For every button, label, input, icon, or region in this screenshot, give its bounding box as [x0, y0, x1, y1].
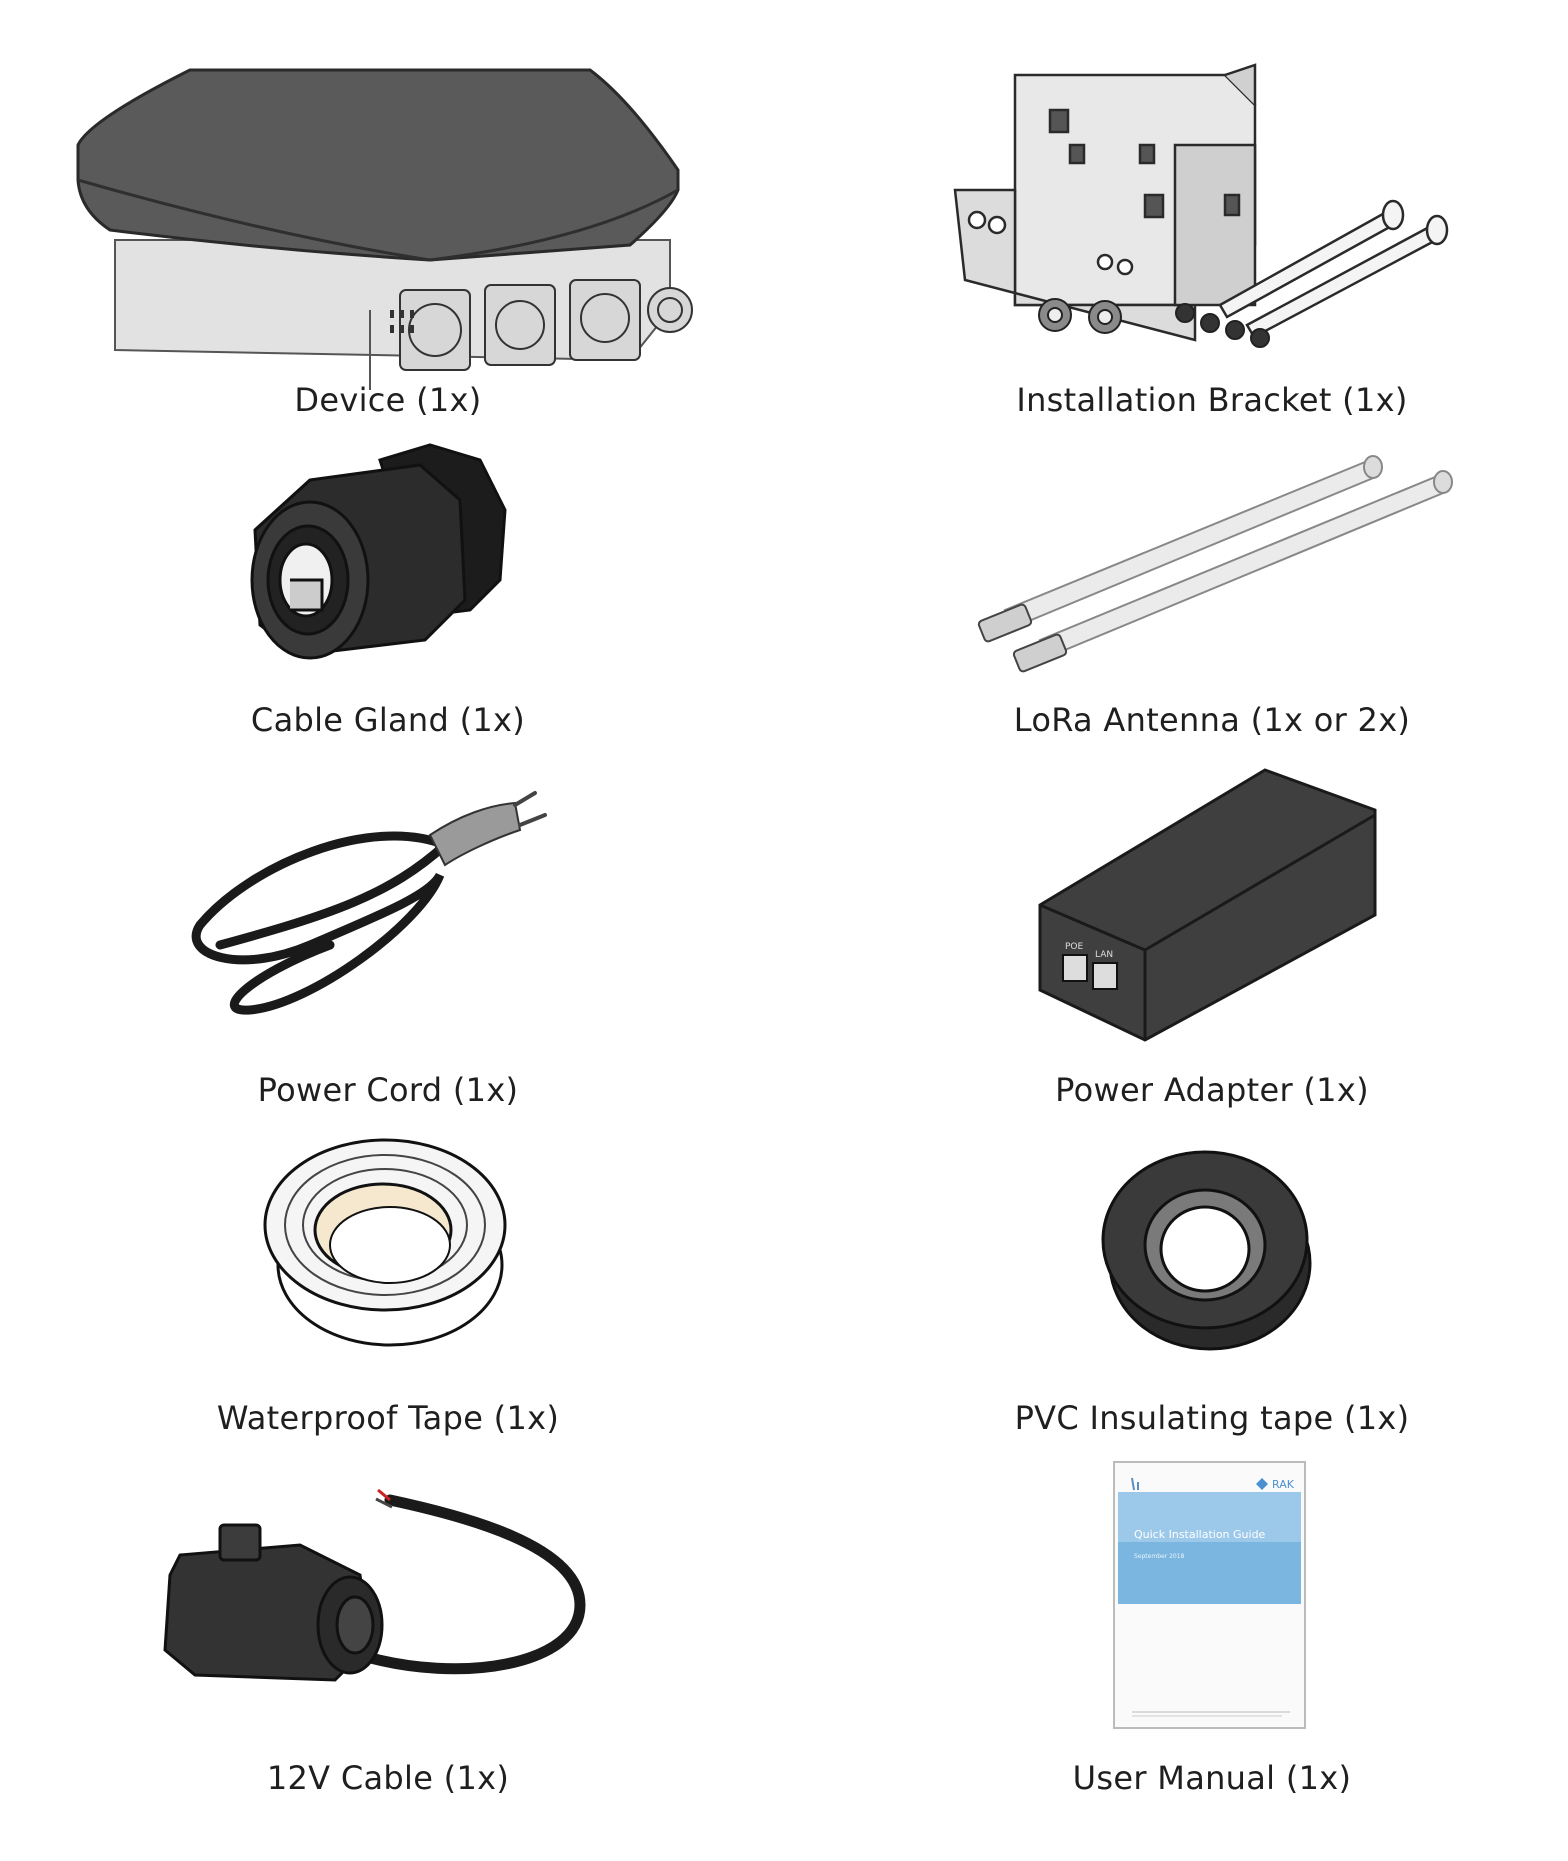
pvc-insulating-tape-illustration [1100, 1145, 1315, 1355]
cable-gland-illustration [240, 440, 520, 670]
item-label-12v-cable: 12V Cable (1x) [266, 1759, 510, 1797]
item-label-device: Device (1x) [294, 381, 482, 419]
manual-brand: RAK [1272, 1478, 1295, 1491]
item-label-power-cord: Power Cord (1x) [257, 1071, 519, 1109]
lan-port-label: LAN [1095, 950, 1113, 960]
device-illustration [70, 60, 693, 390]
item-label-pvc-insulating-tape: PVC Insulating tape (1x) [1014, 1399, 1410, 1437]
poe-port-label: POE [1065, 942, 1084, 952]
item-label-installation-bracket: Installation Bracket (1x) [1016, 381, 1408, 419]
power-cord-illustration [190, 775, 560, 1035]
item-label-user-manual: User Manual (1x) [1072, 1759, 1352, 1797]
installation-bracket-illustration [953, 55, 1455, 365]
item-label-waterproof-tape: Waterproof Tape (1x) [216, 1399, 560, 1437]
manual-cover-title: Quick Installation Guide [1134, 1528, 1266, 1541]
item-label-cable-gland: Cable Gland (1x) [250, 701, 526, 739]
waterproof-tape-illustration [255, 1135, 515, 1360]
lora-antenna-illustration [970, 450, 1453, 673]
12v-cable-illustration [160, 1485, 595, 1710]
item-label-lora-antenna: LoRa Antenna (1x or 2x) [1013, 701, 1411, 739]
user-manual-illustration: RAK Quick Installation Guide September 2… [1112, 1460, 1307, 1730]
item-label-power-adapter: Power Adapter (1x) [1055, 1071, 1369, 1109]
manual-cover-date: September 2018 [1134, 1553, 1185, 1560]
power-adapter-illustration: POE LAN [1035, 765, 1385, 1045]
